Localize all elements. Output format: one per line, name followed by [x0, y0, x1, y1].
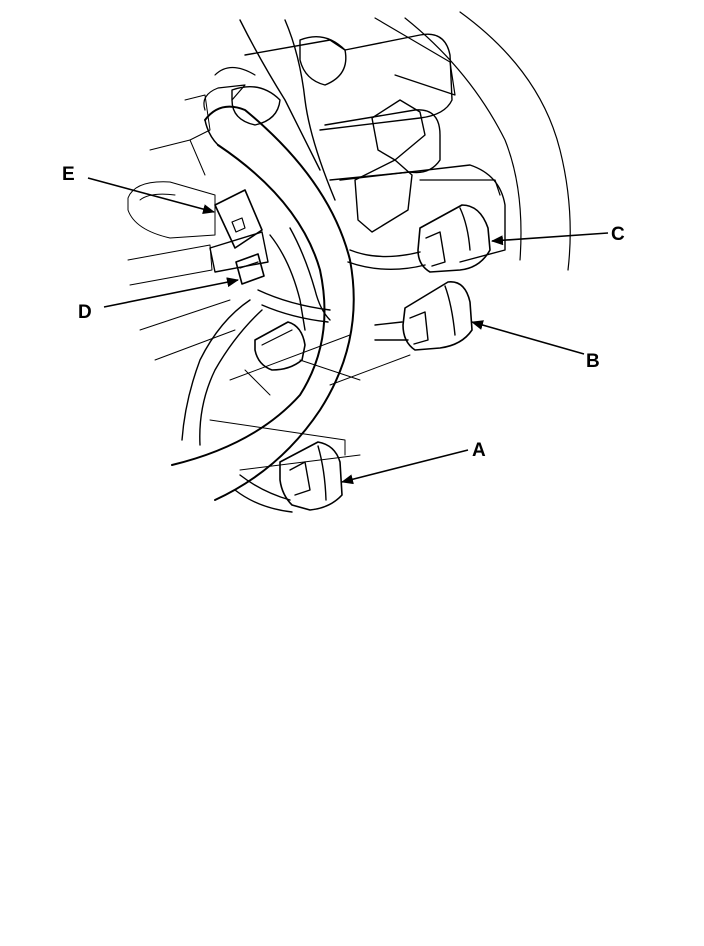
main-hose — [171, 105, 355, 501]
leader-line-a — [341, 449, 469, 485]
harness-bracket — [209, 189, 269, 273]
callout-label-c: C — [611, 224, 625, 245]
callout-leaders — [87, 177, 609, 485]
callout-label-d: D — [78, 302, 92, 323]
callout-label-a: A — [472, 440, 486, 461]
leader-line-b — [471, 320, 585, 355]
leader-line-d — [103, 277, 239, 308]
leader-line-e — [87, 177, 215, 214]
connector-lower — [279, 441, 343, 511]
callout-label-b: B — [586, 351, 600, 372]
connector-center — [254, 321, 306, 371]
wire-harness — [181, 19, 426, 513]
injector-rail — [203, 33, 506, 263]
callout-labels: E D C B A — [62, 164, 625, 461]
harness-clip — [235, 253, 265, 285]
callout-label-e: E — [62, 164, 75, 185]
connector-right-lower — [402, 281, 473, 351]
engine-body-outline — [127, 11, 571, 471]
connector-right-upper — [417, 204, 491, 273]
leader-line-c — [491, 232, 609, 246]
